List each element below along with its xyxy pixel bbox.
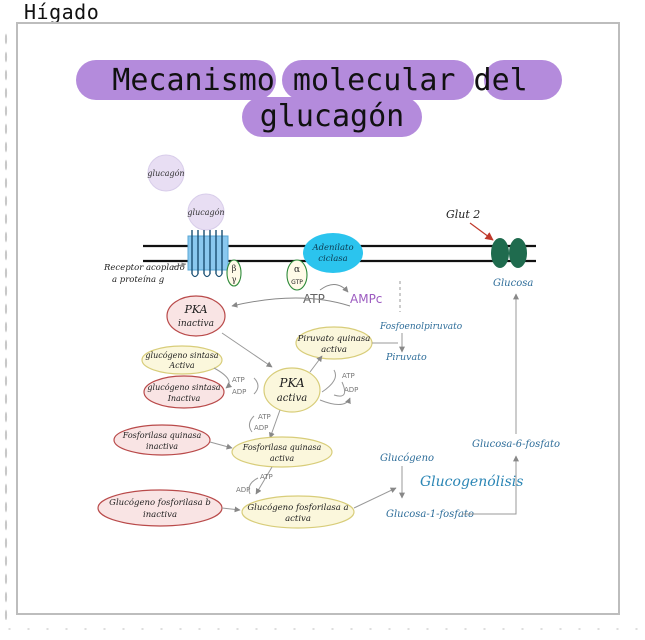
glucogeno-sintasa-activa-node: glucógeno sintasa Activa [141,345,223,375]
adenilato-label-line-1: Adenilato [311,243,353,253]
glut2-pointer-arrow [469,222,494,241]
fosforilasa-inactiva-line-2: inactiva [146,442,178,451]
adp-2-label: ADP [344,386,358,394]
atp-3-label: ATP [258,413,271,421]
ampc-to-pka-arrow [231,297,351,308]
piruvato-quinasa-line-1: Piruvato quinasa [297,334,371,344]
glucogeno-sintasa-inactiva-line-1: glucógeno sintasa [147,383,220,392]
piruvato-label: Piruvato [385,352,427,363]
title-line-2: glucagón [260,99,405,134]
glucagon-bound-molecule: glucagón [187,193,225,231]
atp-2-label: ATP [342,372,355,380]
glucogeno-sintasa-inactiva-line-2: Inactiva [167,394,201,403]
sintasa-activa-to-inactiva-arrow [213,367,233,389]
glucogeno-sintasa-activa-line-1: glucógeno sintasa [145,351,218,360]
pka-activa-line-2: activa [277,393,307,404]
piruvato-quinasa-line-2: activa [321,345,347,355]
gtp-label: GTP [291,279,303,286]
receptor-pointer-arrow [171,262,187,268]
glucagon-free-molecule: glucagón [147,154,185,192]
fosforilasa-to-glucogeno-fosforilasa-arrow [255,466,273,495]
pka-to-piruvato-quinasa-arrow [309,355,323,373]
bottom-dotted-margin [0,626,645,632]
fosforilasa-b-to-a-arrow [221,506,241,513]
g-protein-beta-gamma: β γ [226,259,242,287]
glucogeno-fosforilasa-b-node: Glucógeno fosforilasa b inactiva [97,489,223,527]
fosfoenolpiruvato-label: Fosfoenolpiruvato [379,322,463,332]
glucagon-bound-label: glucagón [187,208,224,217]
left-dotted-margin [4,30,8,620]
atp-1-label: ATP [232,376,245,384]
fosforilasa-quinasa-activa-node: Fosforilasa quinasa activa [231,436,333,468]
g-protein-alpha: α GTP [286,259,308,291]
glucogeno-fosforilasa-b-line-2: inactiva [143,510,177,520]
glucosa-1-fosfato-label: Glucosa-1-fosfato [386,509,474,520]
receptor-label-line-2: a proteína g [112,274,165,285]
glucosa-label: Glucosa [493,278,533,289]
atp-4-label: ATP [260,473,273,481]
receptor-label-line-1: Receptor acoplado [103,263,185,273]
fosforilasa-activa-line-2: activa [270,454,295,463]
adenylate-cyclase: Adenilato ciclasa [303,233,363,273]
beta-label: β [232,264,237,273]
pka-activa-line-1: PKA [278,376,305,390]
glucosa-6-fosfato-label: Glucosa-6-fosfato [472,439,560,450]
alpha-label: α [294,265,300,275]
adenilato-label-line-2: ciclasa [318,254,347,264]
pka-activa-right-arrow [319,397,351,405]
pka-inactiva-to-activa-arrow [221,332,273,368]
fosforilasa-a-to-glucogenolisis-arrow [353,487,397,509]
adp-3-label: ADP [254,424,268,432]
adp-4-label: ADP [236,486,250,494]
glucogenolisis-label: Glucogenólisis [420,474,523,490]
atp-adp-2-curve [321,369,346,397]
glucogeno-fosforilasa-b-line-1: Glucógeno fosforilasa b [109,497,211,508]
glucogeno-fosforilasa-a-line-2: activa [285,514,311,524]
glucogeno-label: Glucógeno [380,453,434,464]
glut2-label: Glut 2 [446,208,480,221]
glucogeno-fosforilasa-a-line-1: Glucógeno fosforilasa a [247,502,348,513]
g-protein-coupled-receptor [187,230,229,278]
pka-activa-node: PKA activa [263,367,321,413]
ampc-label: AMPc [350,292,382,306]
atp-to-ampc-arrow [319,284,349,293]
g1p-to-g6p-arrow [462,455,519,515]
pka-inactiva-node: PKA inactiva [166,295,226,337]
glucogeno-sintasa-inactiva-node: glucógeno sintasa Inactiva [143,375,225,409]
atp-adp-3-curve [248,415,255,433]
pka-inactiva-line-1: PKA [183,303,207,316]
page-label: Hígado [24,0,100,24]
piruvato-quinasa-activa-node: Piruvato quinasa activa [295,326,373,360]
glut2-transporter [491,238,527,268]
fosforilasa-quinasa-inactiva-node: Fosforilasa quinasa inactiva [113,424,211,456]
fosforilasa-inactiva-line-1: Fosforilasa quinasa [122,431,202,440]
glucogeno-sintasa-activa-line-2: Activa [168,361,195,370]
fosforilasa-activa-line-1: Fosforilasa quinasa [242,443,322,452]
title-highlight [76,60,562,137]
fosforilasa-inactiva-to-activa-arrow [209,441,233,450]
title-line-1: Mecanismo molecular del [112,63,527,98]
pka-inactiva-line-2: inactiva [178,319,214,329]
pka-to-fosforilasa-arrow [268,409,281,439]
glucogeno-fosforilasa-a-node: Glucógeno fosforilasa a activa [241,495,355,529]
adp-1-label: ADP [232,388,246,396]
atp-adp-1-curve [253,377,259,395]
atp-adp-4-curve [248,477,259,495]
gamma-label: γ [232,275,237,284]
glucagon-free-label: glucagón [147,169,184,178]
